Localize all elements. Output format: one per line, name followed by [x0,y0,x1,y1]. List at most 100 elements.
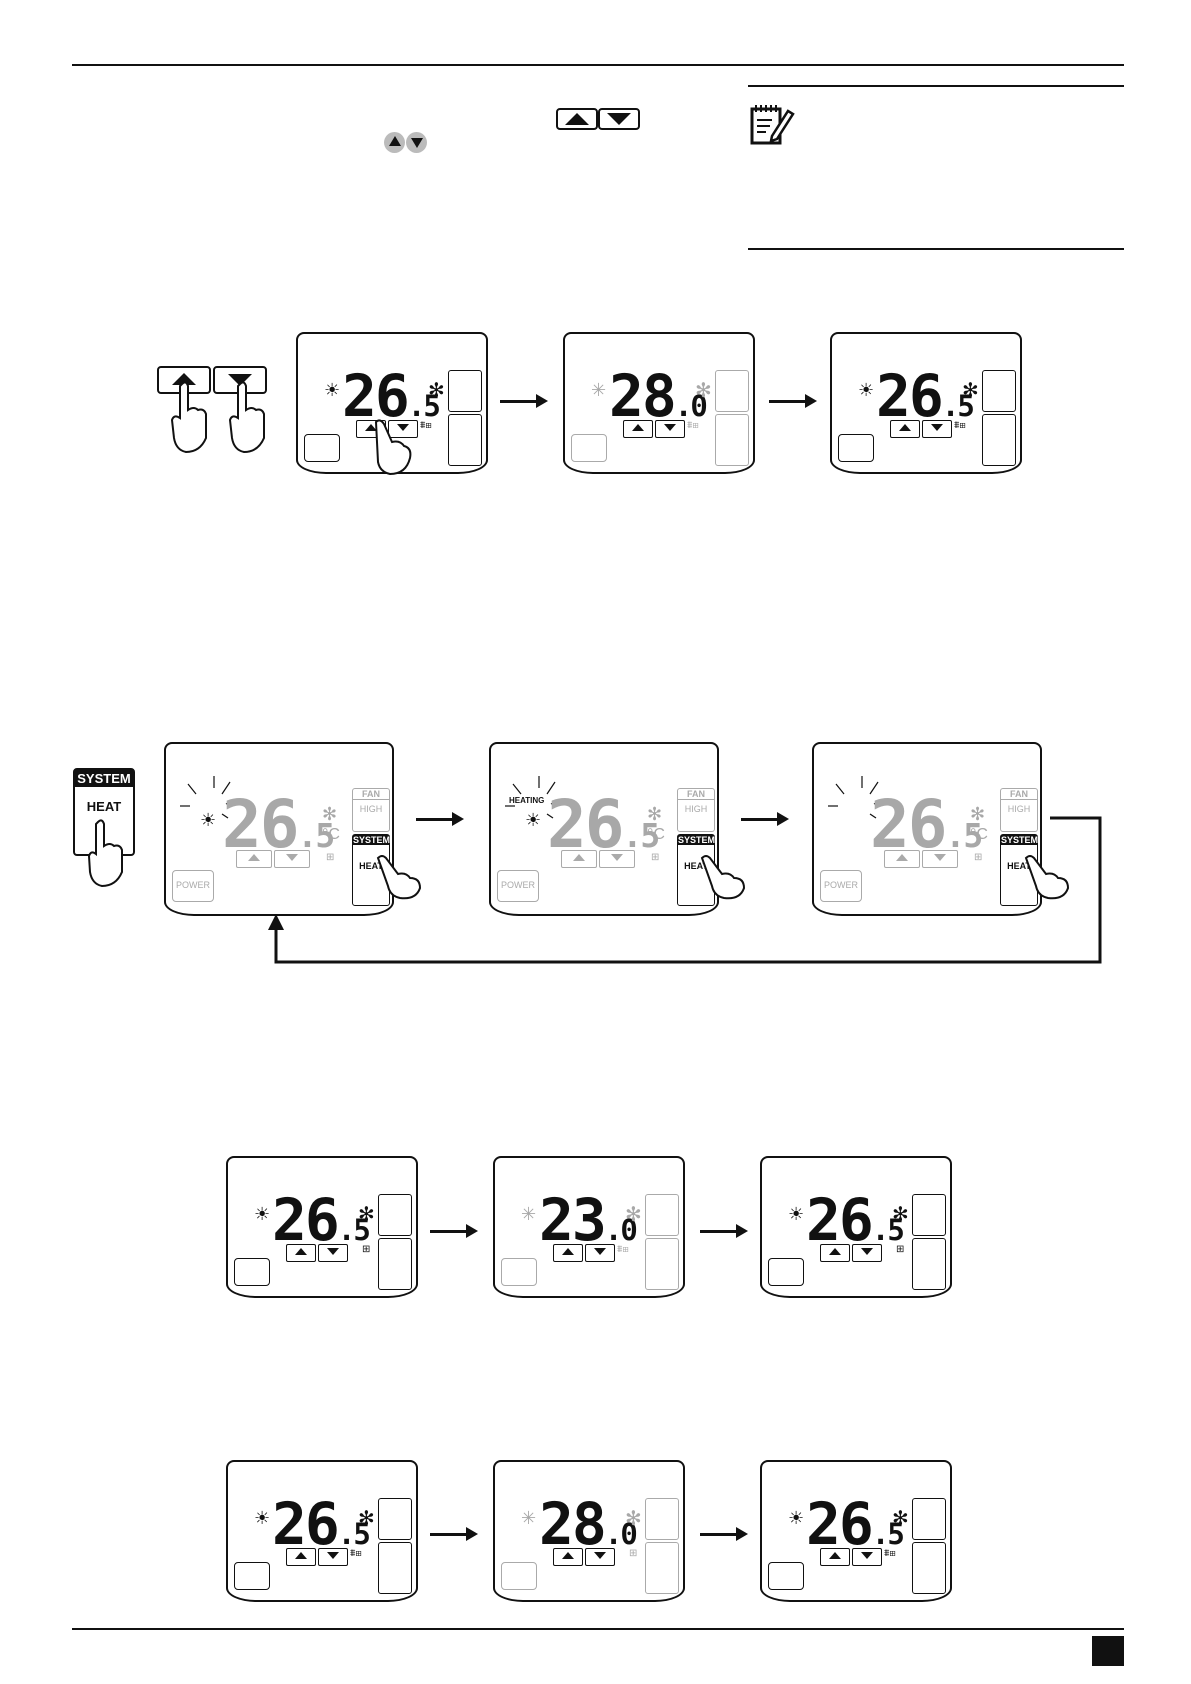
down-button[interactable] [852,1244,882,1262]
fan-icon: ✻ [695,380,712,402]
valve-icon: ⩩⊞ [420,420,432,431]
flow-arrow [430,1224,478,1238]
fan-icon: ✻ [625,1204,642,1226]
valve-icon: ⩩⊞ [884,1548,896,1559]
system-key-label: SYSTEM [75,770,133,787]
sun-icon: ✳ [521,1508,537,1528]
set-temperature: 26.5 [876,362,975,430]
system-box [378,1542,412,1594]
fan-icon: ✻ [358,1508,375,1530]
power-button[interactable] [234,1258,270,1286]
system-box[interactable]: SYSTEM HEAT [1000,834,1038,906]
power-button[interactable] [768,1562,804,1590]
fan-icon: ✻ [892,1508,909,1530]
system-box [378,1238,412,1290]
power-button[interactable] [571,434,607,462]
power-button[interactable] [501,1562,537,1590]
valve-icon: ⩩⊞ [350,1548,362,1559]
sun-icon: ☀ [788,1508,805,1528]
valve-icon: ⊞ [974,852,983,863]
note-top-rule [748,85,1124,87]
fan-icon: ✻ [962,380,979,402]
down-button[interactable] [274,850,310,868]
pointing-hand-icon [700,855,746,900]
power-button[interactable] [234,1562,270,1590]
fan-box: FAN HIGH [352,788,390,832]
temperature-unit: °C [647,826,665,843]
valve-icon: ⊞ [896,1244,905,1255]
fan-box: FAN HIGH [677,788,715,832]
power-button[interactable]: POWER [497,870,539,902]
valve-icon: ⊞ [326,852,335,863]
sun-icon: ☀ [200,810,217,830]
up-key-inline [556,108,598,130]
fan-label: FAN [353,789,389,800]
flow-arrow [769,394,817,408]
up-button[interactable] [553,1244,583,1262]
power-label: POWER [823,880,858,890]
pointing-hand-icon [228,381,265,454]
fan-value: HIGH [684,804,708,814]
down-button[interactable] [922,850,958,868]
down-button[interactable] [599,850,635,868]
fan-box [378,1194,412,1236]
system-label: SYSTEM [353,835,391,845]
power-button[interactable] [768,1258,804,1286]
sun-icon: ☀ [788,1204,805,1224]
power-button[interactable] [838,434,874,462]
system-value: HEAT [359,861,383,871]
system-box[interactable]: SYSTEM HEAT [352,834,390,906]
system-label: SYSTEM [678,835,716,845]
down-button[interactable] [318,1244,348,1262]
power-button[interactable]: POWER [820,870,862,902]
down-button[interactable] [388,420,418,438]
sun-icon: ☀ [324,380,341,400]
up-button[interactable] [820,1244,850,1262]
power-button[interactable] [304,434,340,462]
down-key-inline [598,108,640,130]
fan-icon: ✻ [428,380,445,402]
up-button[interactable] [623,420,653,438]
valve-icon: ⊞ [651,852,660,863]
fan-icon: ✻ [358,1204,375,1226]
flow-arrow [500,394,548,408]
down-button[interactable] [655,420,685,438]
power-button[interactable] [501,1258,537,1286]
power-button[interactable]: POWER [172,870,214,902]
pointing-hand-icon [87,819,123,888]
sun-icon: ✳ [521,1204,537,1224]
up-button[interactable] [286,1548,316,1566]
down-button[interactable] [585,1244,615,1262]
up-button[interactable] [553,1548,583,1566]
thermostat-display: ☀ 26.5 ✻ ⩩⊞ [760,1460,952,1602]
system-box [448,414,482,466]
temperature-unit: °C [970,826,988,843]
fan-icon: ✻ [625,1508,642,1530]
heat-key-label: HEAT [86,799,122,814]
up-button[interactable] [561,850,597,868]
up-button[interactable] [890,420,920,438]
system-box [645,1238,679,1290]
thermostat-display-full: ☀ 26.5 ✻ °C FAN HIGH SYSTEM HEAT ⊞ POWER [164,742,394,916]
thermostat-display-full: 26.5 ✻ °C FAN HIGH SYSTEM HEAT ⊞ POWER [812,742,1042,916]
up-button[interactable] [820,1548,850,1566]
down-button[interactable] [922,420,952,438]
fan-value: HIGH [359,804,383,814]
system-box [912,1542,946,1594]
thermostat-display: ✳ 28.0 ✻ ⩩⊞ [563,332,755,474]
fan-icon: ✻ [970,804,986,824]
fan-label: FAN [678,789,714,800]
up-button[interactable] [286,1244,316,1262]
fan-icon: ✻ [647,804,663,824]
flow-arrow [700,1527,748,1541]
up-button[interactable] [236,850,272,868]
valve-icon: ⊞ [362,1244,371,1255]
system-box [645,1542,679,1594]
system-box [912,1238,946,1290]
down-button[interactable] [585,1548,615,1566]
down-button[interactable] [318,1548,348,1566]
down-button[interactable] [852,1548,882,1566]
set-temperature: 23.0 [539,1186,638,1254]
up-button[interactable] [884,850,920,868]
set-temperature: 26.5 [806,1490,905,1558]
